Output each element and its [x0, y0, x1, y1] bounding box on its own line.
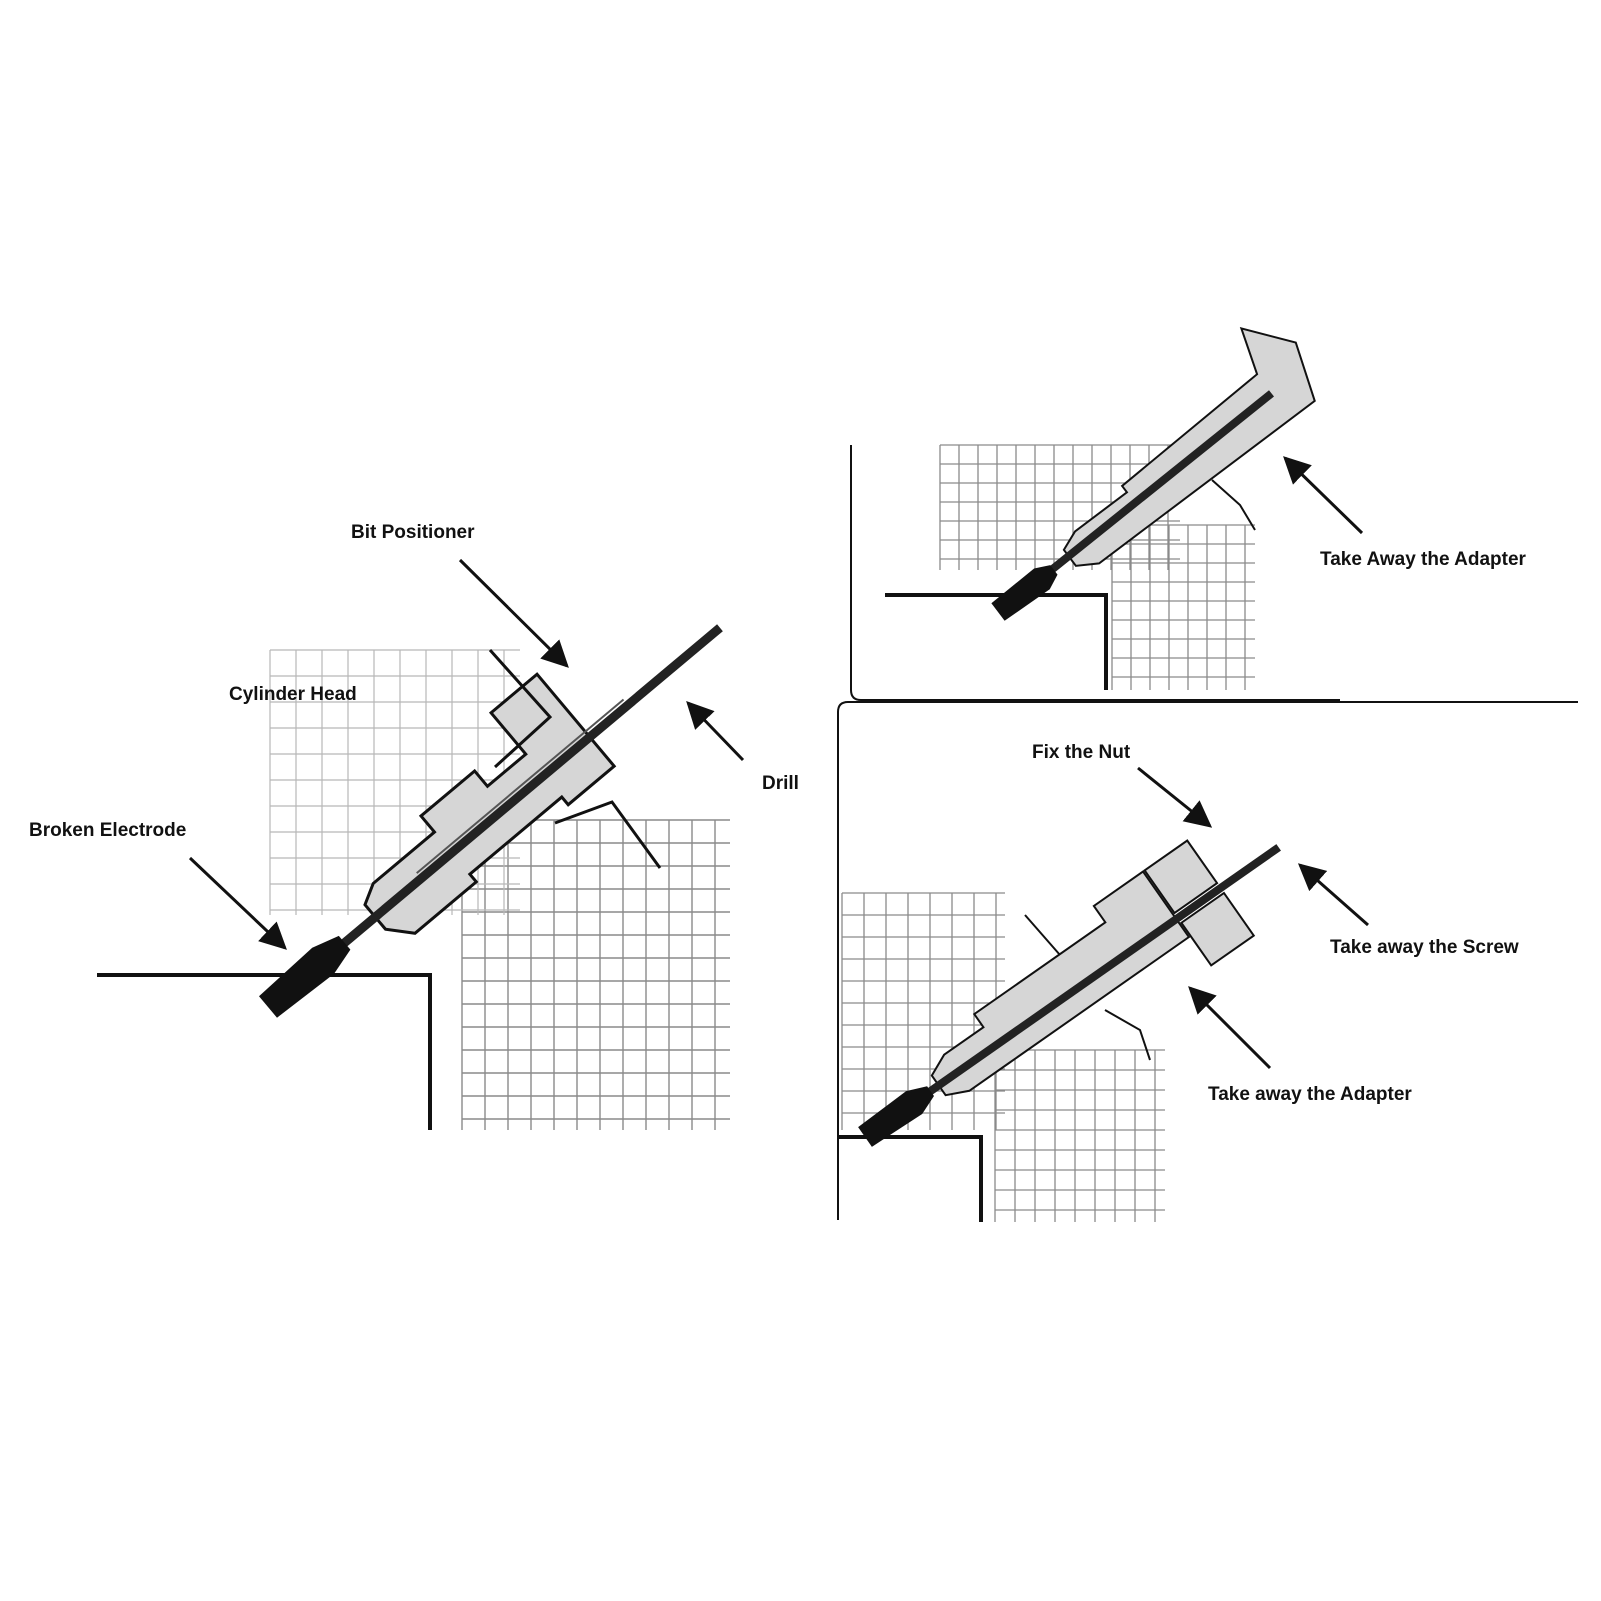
head-outline-lines	[488, 648, 662, 869]
adapter-housing	[930, 870, 1191, 1097]
panel-main: Bit Positioner Cylinder Head Drill Broke…	[29, 522, 799, 1130]
cylinder-head-wall	[885, 593, 1108, 690]
adapter-housing	[1062, 327, 1316, 567]
panel-step-remove-adapter: Take Away the Adapter	[850, 327, 1527, 701]
broken-electrode-body	[858, 1086, 934, 1147]
drill-bit-edge	[416, 698, 625, 874]
cylinder-head-grid	[939, 444, 1255, 690]
tool-assembly	[858, 839, 1281, 1147]
cylinder-head-wall	[97, 973, 432, 1130]
label-take-away-adapter-top: Take Away the Adapter	[1320, 549, 1527, 570]
drill-bit	[879, 844, 1281, 1129]
label-fix-the-nut: Fix the Nut	[1032, 742, 1131, 763]
label-take-away-screw: Take away the Screw	[1330, 937, 1519, 958]
tool-assembly	[259, 624, 723, 1018]
callout-arrows	[1137, 766, 1369, 1070]
arrow-take-away-adapter-top	[1283, 456, 1364, 535]
cylinder-head-wall	[838, 1135, 983, 1222]
broken-electrode-body	[991, 565, 1058, 621]
cylinder-head-grid	[841, 892, 1165, 1222]
label-cylinder-head: Cylinder Head	[229, 684, 357, 705]
label-drill: Drill	[762, 773, 799, 794]
tool-assembly	[991, 327, 1316, 621]
head-outline-line	[1211, 479, 1256, 531]
grid-dense	[461, 819, 730, 1130]
panel-frame-bottom	[837, 701, 1578, 1220]
nut-lower	[1179, 891, 1256, 967]
cylinder-head-grid	[269, 649, 730, 1130]
callout-arrows	[188, 558, 745, 950]
nut-upper	[1143, 839, 1219, 915]
positioner-housing	[363, 672, 617, 935]
label-broken-electrode: Broken Electrode	[29, 820, 186, 841]
panel-frame-top	[850, 445, 1340, 701]
drill-bit	[1011, 390, 1275, 604]
broken-electrode-body	[259, 935, 351, 1018]
label-bit-positioner: Bit Positioner	[351, 522, 475, 543]
panel-step-nut-screw: Fix the Nut Take away the Screw Take awa…	[837, 701, 1578, 1222]
drill-bit	[284, 624, 723, 995]
label-take-away-adapter-bottom: Take away the Adapter	[1208, 1084, 1412, 1105]
